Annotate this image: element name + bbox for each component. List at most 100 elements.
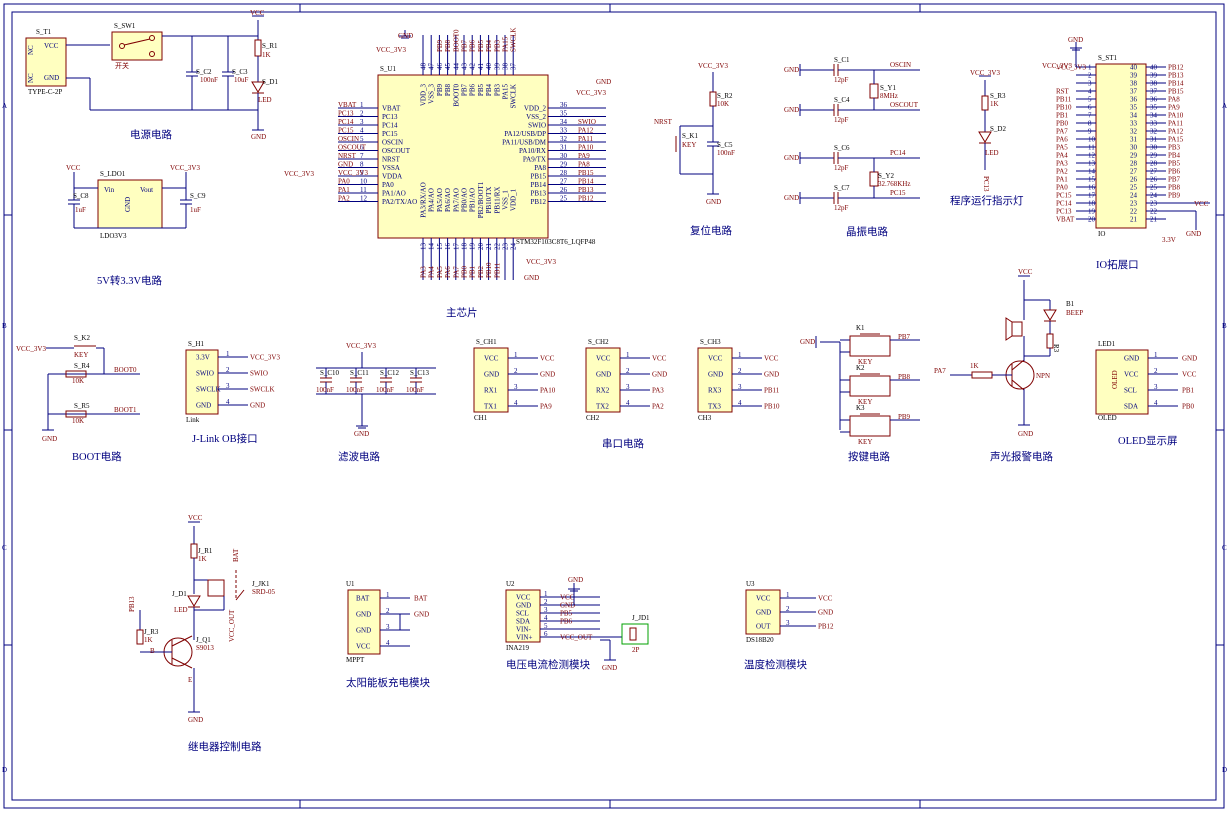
net-label: PB4 (1168, 152, 1181, 160)
pin-number: 43 (461, 63, 469, 71)
net-label: GND (1186, 230, 1201, 238)
filter-circuit: S_C10100nFS_C11100nFS_C12100nFS_C13100nF… (316, 342, 436, 463)
net-label: PA7 (1056, 128, 1068, 136)
net-label: PA1 (338, 186, 350, 194)
net-label: OSCIN (338, 135, 359, 143)
net-label: PB2 (477, 265, 485, 278)
pin-number: 9 (360, 169, 364, 177)
net-label: PB15 (1168, 88, 1184, 96)
pin-number: 4 (386, 639, 390, 647)
pin-number: 10 (360, 178, 368, 186)
net-label: PA6 (1056, 136, 1068, 144)
net-label: GND (560, 602, 575, 610)
net-label: GND (1068, 36, 1083, 44)
net-label: PB9 (1168, 192, 1181, 200)
pin-name: PA5/AO (436, 188, 444, 212)
pin-number: 26 (560, 186, 568, 194)
designator: S_CH2 (588, 338, 609, 346)
two-pin-connector (621, 623, 649, 645)
net-label: PA2 (652, 403, 664, 411)
caption: 电源电路 (130, 128, 172, 141)
pin-number: 6 (360, 144, 364, 152)
net-label: PA3 (420, 266, 428, 278)
net-label: GND (596, 78, 611, 86)
pin-number: 24 (1130, 192, 1138, 200)
pin-number: 3 (360, 118, 364, 126)
net-label: PC15 (1056, 192, 1072, 200)
pin-number: 36 (1150, 96, 1158, 104)
pin-label: B (150, 647, 155, 655)
zone-labels: A B C D A B C D (2, 102, 1227, 774)
net-label: PB10 (485, 262, 493, 278)
net-label: PB6 (560, 618, 573, 626)
net-label: BOOT0 (114, 366, 137, 374)
value: 1K (262, 51, 271, 59)
value: 1K (198, 555, 207, 563)
pin-number: 29 (1150, 152, 1158, 160)
value: KEY (682, 141, 696, 149)
pin-name: PA9/TX (523, 156, 546, 164)
net-label: PA10 (1168, 112, 1184, 120)
pin-number: 2 (226, 366, 230, 374)
part-name: 2P (632, 646, 640, 654)
value: 100nF (346, 386, 364, 394)
power-circuit: S_T1 TYPE-C-2P VCC GND NC NC S_SW1 开关 S_… (25, 9, 278, 141)
pin-number: 2 (786, 605, 790, 613)
pin-name: GND (356, 611, 371, 619)
pin-number: 10 (1088, 136, 1096, 144)
pin-name: VIN- (516, 626, 531, 634)
caption: 滤波电路 (338, 450, 380, 463)
pin-number: 47 (428, 63, 436, 71)
pin-number: 2 (386, 607, 390, 615)
net-label: PA7 (934, 367, 946, 375)
pin-name: PB11/RX (493, 187, 501, 214)
reset-circuit: VCC_3V3 S_R2 10K NRST S_K1 KEY S_C5 100n… (654, 62, 735, 237)
pin-number: 16 (1088, 184, 1096, 192)
pin-number: 3 (786, 619, 790, 627)
pin-number: 14 (428, 243, 436, 251)
pin-name: PB12 (530, 198, 546, 206)
pin-number: 3 (738, 383, 742, 391)
pin-number: 25 (1150, 184, 1158, 192)
net-label: PA4 (428, 266, 436, 278)
pin-number: 26 (1150, 176, 1158, 184)
net-label: GND (784, 194, 799, 202)
pin-number: 23 (1150, 200, 1158, 208)
net-label: VCC_3V3 (250, 354, 280, 362)
pin-number: 32 (560, 135, 568, 143)
net-label: VBAT (338, 101, 357, 109)
io-header: S_ST1 IO 1VCC_3V3234RST5PB116PB107PB18PB… (1042, 36, 1210, 271)
net-label: PA7 (452, 266, 460, 278)
designator: S_R3 (990, 92, 1006, 100)
net-label: PB7 (898, 333, 911, 341)
pin-name: VSS_1 (502, 190, 510, 210)
jlink-connector (185, 349, 219, 415)
pin-name: PB6 (469, 84, 477, 97)
pin-name: VDD_3 (420, 84, 428, 107)
designator: S_Y2 (878, 172, 894, 180)
net-label: SWIO (578, 118, 596, 126)
designator: U2 (506, 580, 515, 588)
net-label: PC15 (890, 189, 906, 197)
pin-name: PA2/TX/AO (382, 198, 417, 206)
pin-number: 7 (1088, 112, 1092, 120)
net-label: VCC_OUT (560, 634, 593, 642)
alarm-circuit: VCC B1 BEEP PA7 1K NPN R3 GND 声光报警电路 (934, 268, 1083, 463)
caption: 程序运行指示灯 (950, 194, 1024, 207)
ds18b20-body (745, 589, 781, 635)
pin-name: PC14 (382, 122, 398, 130)
designator: S_C8 (73, 192, 89, 200)
crystal-circuit: GNDS_C112pFOSCINGNDS_C412pFOSCOUTGNDS_C6… (784, 56, 920, 238)
net-label: PB11 (1056, 96, 1072, 104)
value: 10K (72, 377, 84, 385)
pin-number: 38 (502, 63, 510, 71)
pin-number: 48 (420, 63, 428, 71)
pin-name: VDD_1 (510, 188, 518, 211)
serial-header (473, 347, 509, 413)
pin-number: 30 (1130, 144, 1138, 152)
